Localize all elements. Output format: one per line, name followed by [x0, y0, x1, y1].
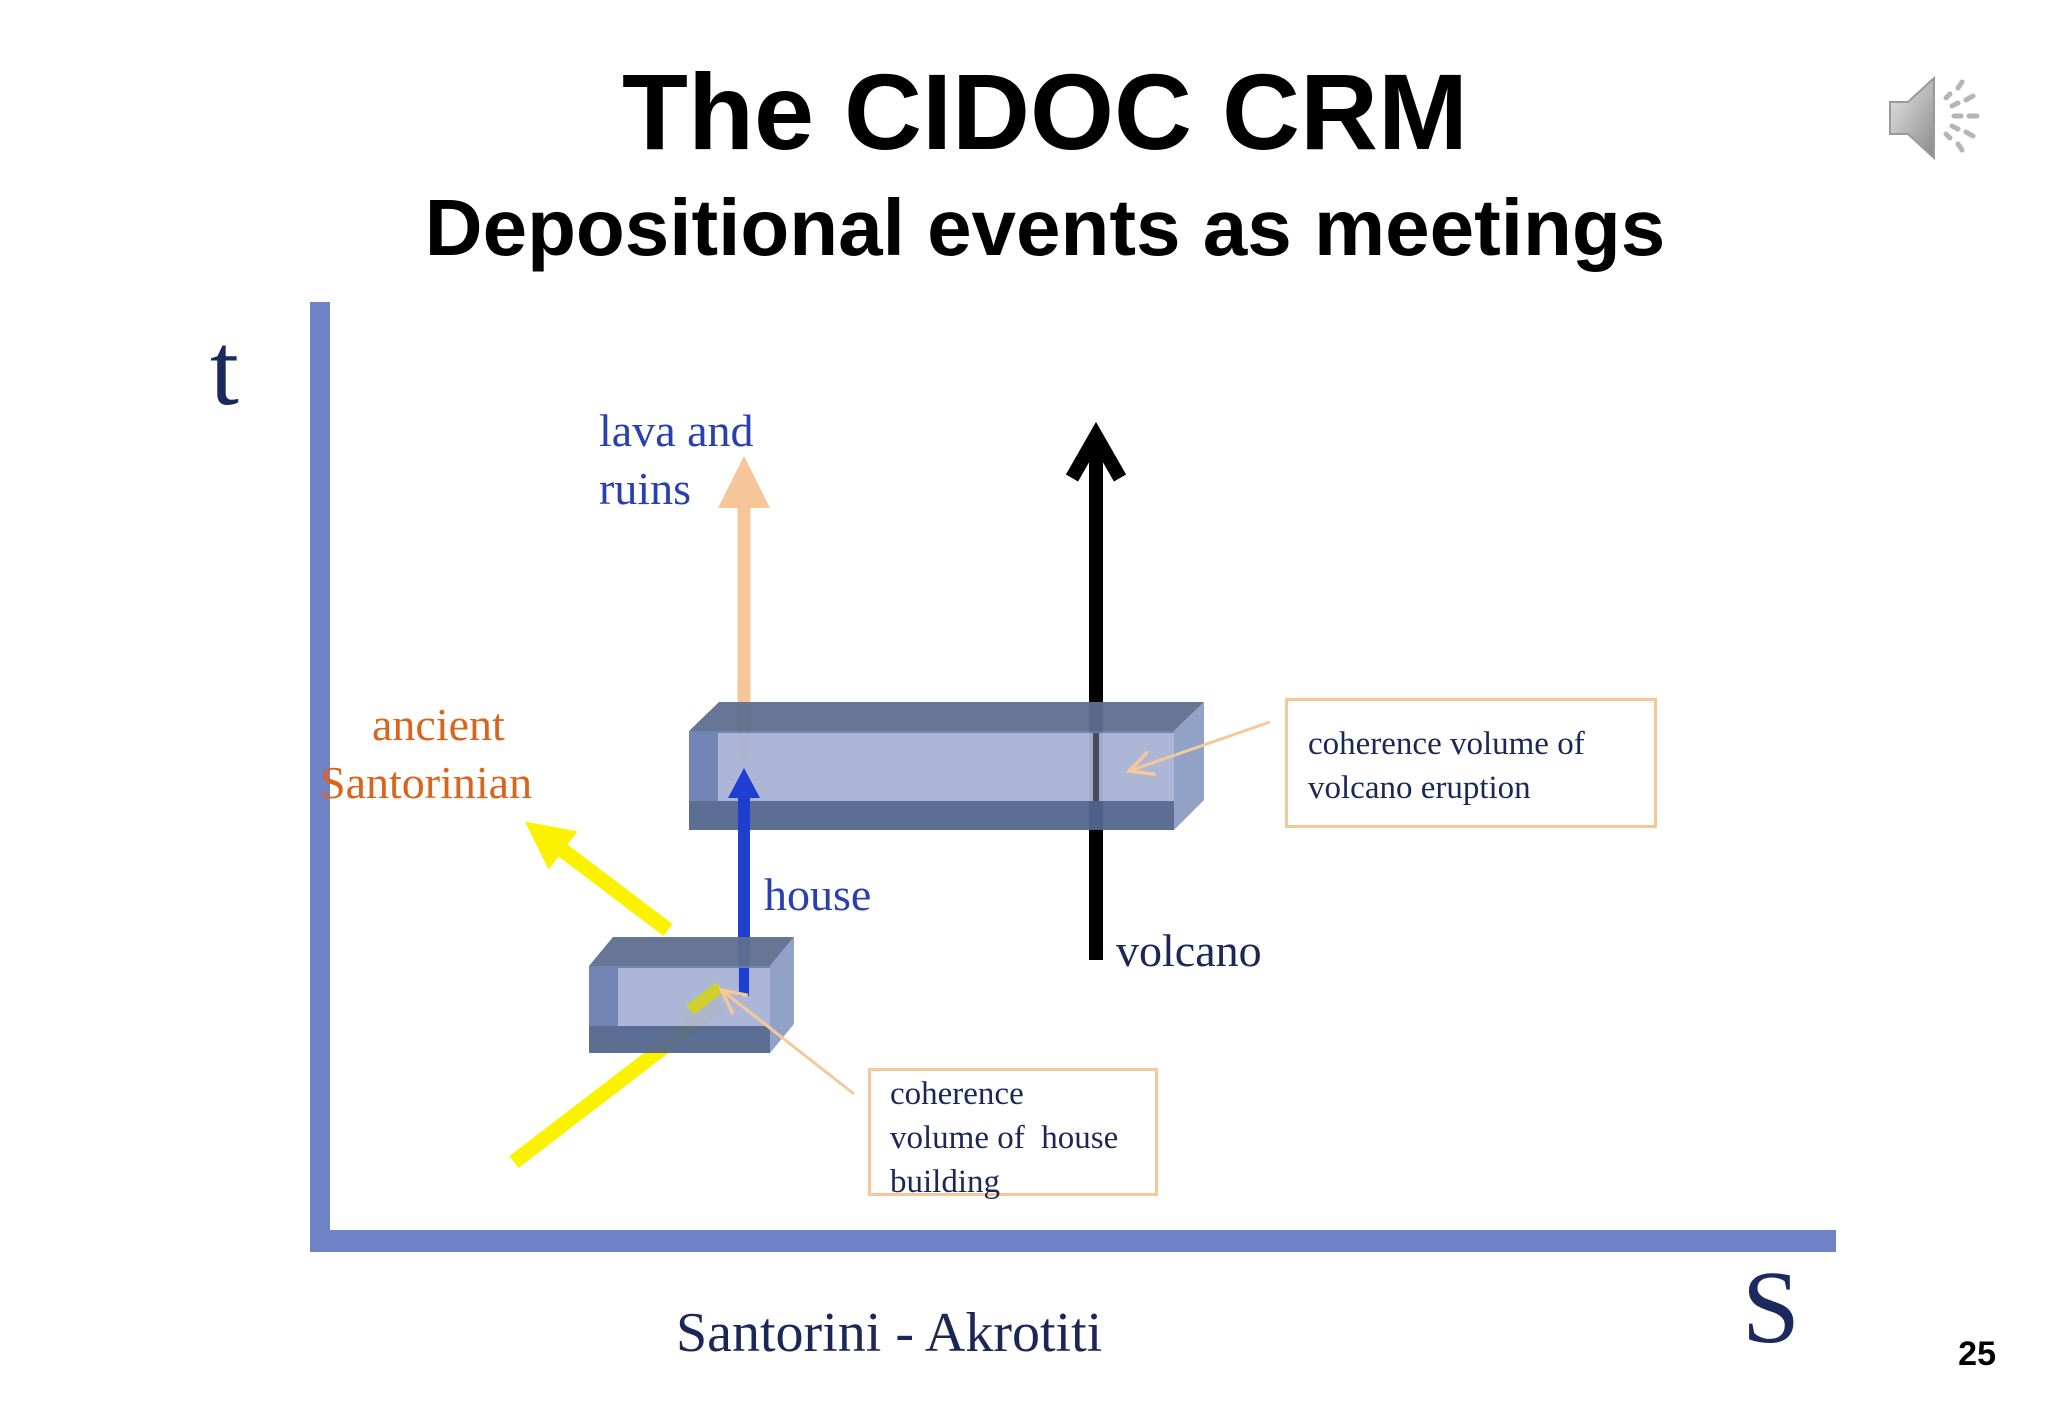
house-callout-line2: volume of house — [890, 1119, 1119, 1156]
speaker-icon[interactable] — [1886, 66, 1990, 170]
house-building-volume — [589, 937, 794, 1053]
volcano-arrow — [1065, 421, 1127, 960]
eruption-callout-pointer — [1132, 720, 1271, 770]
house-building-callout: coherence volume of house building — [868, 1068, 1158, 1200]
diagram-caption: Santorini - Akrotiti — [676, 1302, 1103, 1364]
t-axis-label: t — [210, 312, 239, 427]
volcano-label: volcano — [1116, 925, 1262, 976]
eruption-callout-line1: coherence volume of — [1308, 726, 1585, 762]
ancient-label-line2: Santorinian — [320, 756, 533, 808]
slide-title: The CIDOC CRM — [622, 51, 1468, 172]
s-axis-label: S — [1742, 1250, 1800, 1365]
lava-label-line2: ruins — [599, 462, 691, 514]
house-label: house — [764, 869, 872, 920]
slide-number: 25 — [1958, 1335, 1996, 1373]
ancient-santorinian-arrow — [514, 838, 542, 1160]
s-axis — [322, 1230, 1836, 1252]
house-callout-line3: building — [890, 1163, 1001, 1200]
t-axis — [310, 302, 330, 1252]
volcano-eruption-callout: coherence volume of volcano eruption — [1285, 698, 1657, 828]
ancient-santorinian-label: ancient Santorinian — [320, 696, 532, 811]
eruption-callout-line2: volcano eruption — [1308, 769, 1531, 806]
slide-subtitle: Depositional events as meetings — [424, 183, 1666, 272]
lava-and-ruins-label: lava and ruins — [599, 402, 754, 517]
house-callout-pointer — [724, 992, 855, 1096]
house-callout-line1: coherence — [890, 1076, 1024, 1112]
volcano-eruption-volume — [689, 702, 1204, 830]
lava-label-line1: lava and — [599, 405, 754, 456]
ancient-label-line1: ancient — [372, 699, 505, 750]
